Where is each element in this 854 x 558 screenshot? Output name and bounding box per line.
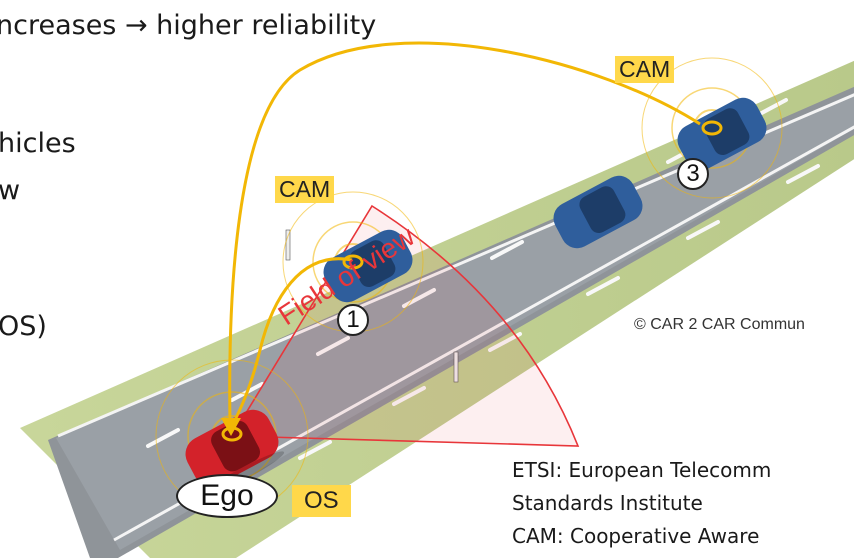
note-etsi: ETSI: European Telecomm — [512, 458, 772, 482]
note-cam: CAM: Cooperative Aware — [512, 524, 760, 548]
cam-arc-from-3 — [228, 41, 701, 425]
cam-arc-from-1 — [231, 257, 353, 425]
abbreviation-notes: ETSI: European Telecomm Standards Instit… — [512, 454, 771, 553]
antenna-dots — [221, 120, 723, 442]
car-1 — [323, 229, 413, 303]
arrowhead-ego — [221, 418, 241, 436]
ego-vehicle-label: Ego — [176, 474, 278, 518]
cam-signal-arcs — [228, 41, 701, 425]
note-etsi-cont: Standards Institute — [512, 491, 703, 515]
text-fragment-view: w — [0, 175, 21, 206]
heading-fragment: ncreases → higher reliability — [0, 10, 377, 41]
cam-label-left: CAM — [275, 176, 335, 203]
roadside-posts — [285, 229, 459, 383]
field-of-view-wedge — [230, 204, 580, 447]
os-label: OS — [292, 485, 351, 517]
car-2 — [553, 175, 643, 249]
vehicle-3-marker: 3 — [677, 158, 709, 190]
text-fragment-os: OS) — [0, 311, 47, 342]
cam-label-top: CAM — [615, 56, 675, 83]
vehicle-1-marker: 1 — [337, 304, 369, 336]
car-3 — [677, 97, 767, 171]
copyright-note: © CAR 2 CAR Commun — [634, 316, 805, 333]
text-fragment-vehicles: hicles — [0, 128, 76, 159]
